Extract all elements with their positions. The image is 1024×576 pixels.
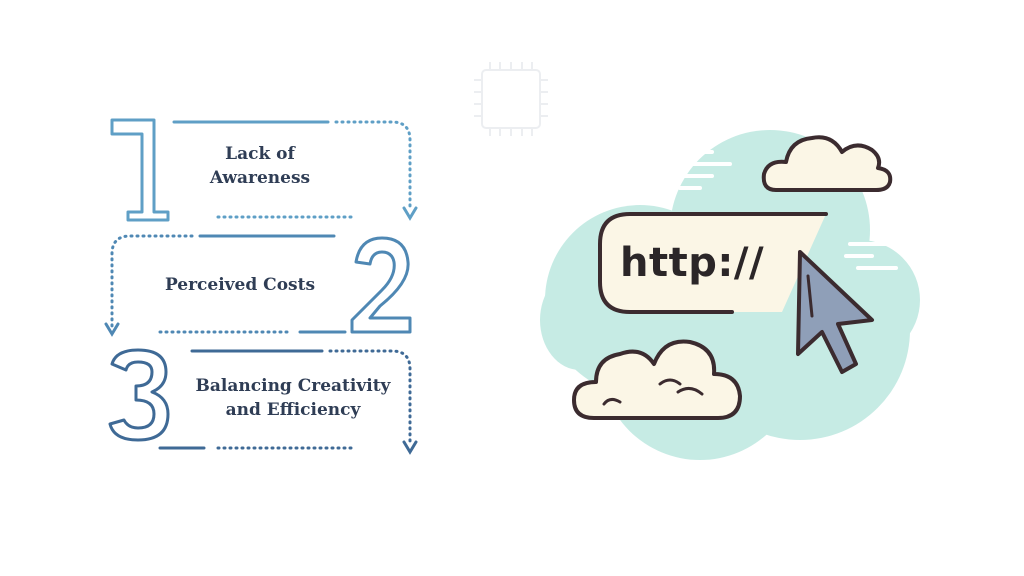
- chip-icon: [474, 62, 548, 136]
- url-text: http://: [620, 240, 765, 286]
- step-1-label: Lack of Awareness: [190, 142, 330, 190]
- numeral-2: [350, 236, 412, 334]
- cloud-icon: [761, 135, 893, 192]
- step-1-label-line2: Awareness: [209, 168, 311, 188]
- step-3-frame: [108, 348, 418, 455]
- speed-lines: [674, 150, 898, 270]
- numeral-1: [110, 118, 170, 222]
- numeral-3: [108, 348, 170, 442]
- step-1-frame: [110, 118, 418, 222]
- step-3-label-line2: and Efficiency: [225, 400, 361, 420]
- step-2-label-line1: Perceived Costs: [164, 275, 316, 295]
- url-bar[interactable]: [600, 214, 826, 312]
- step-3-label-line1: Balancing Creativity: [195, 376, 391, 396]
- step-1-label-line1: Lack of: [225, 144, 295, 164]
- step-2-frame: [104, 234, 412, 337]
- step-2-label: Perceived Costs: [140, 273, 340, 297]
- cursor-arrow-icon: [796, 250, 874, 374]
- step-3-label: Balancing Creativity and Efficiency: [180, 374, 406, 422]
